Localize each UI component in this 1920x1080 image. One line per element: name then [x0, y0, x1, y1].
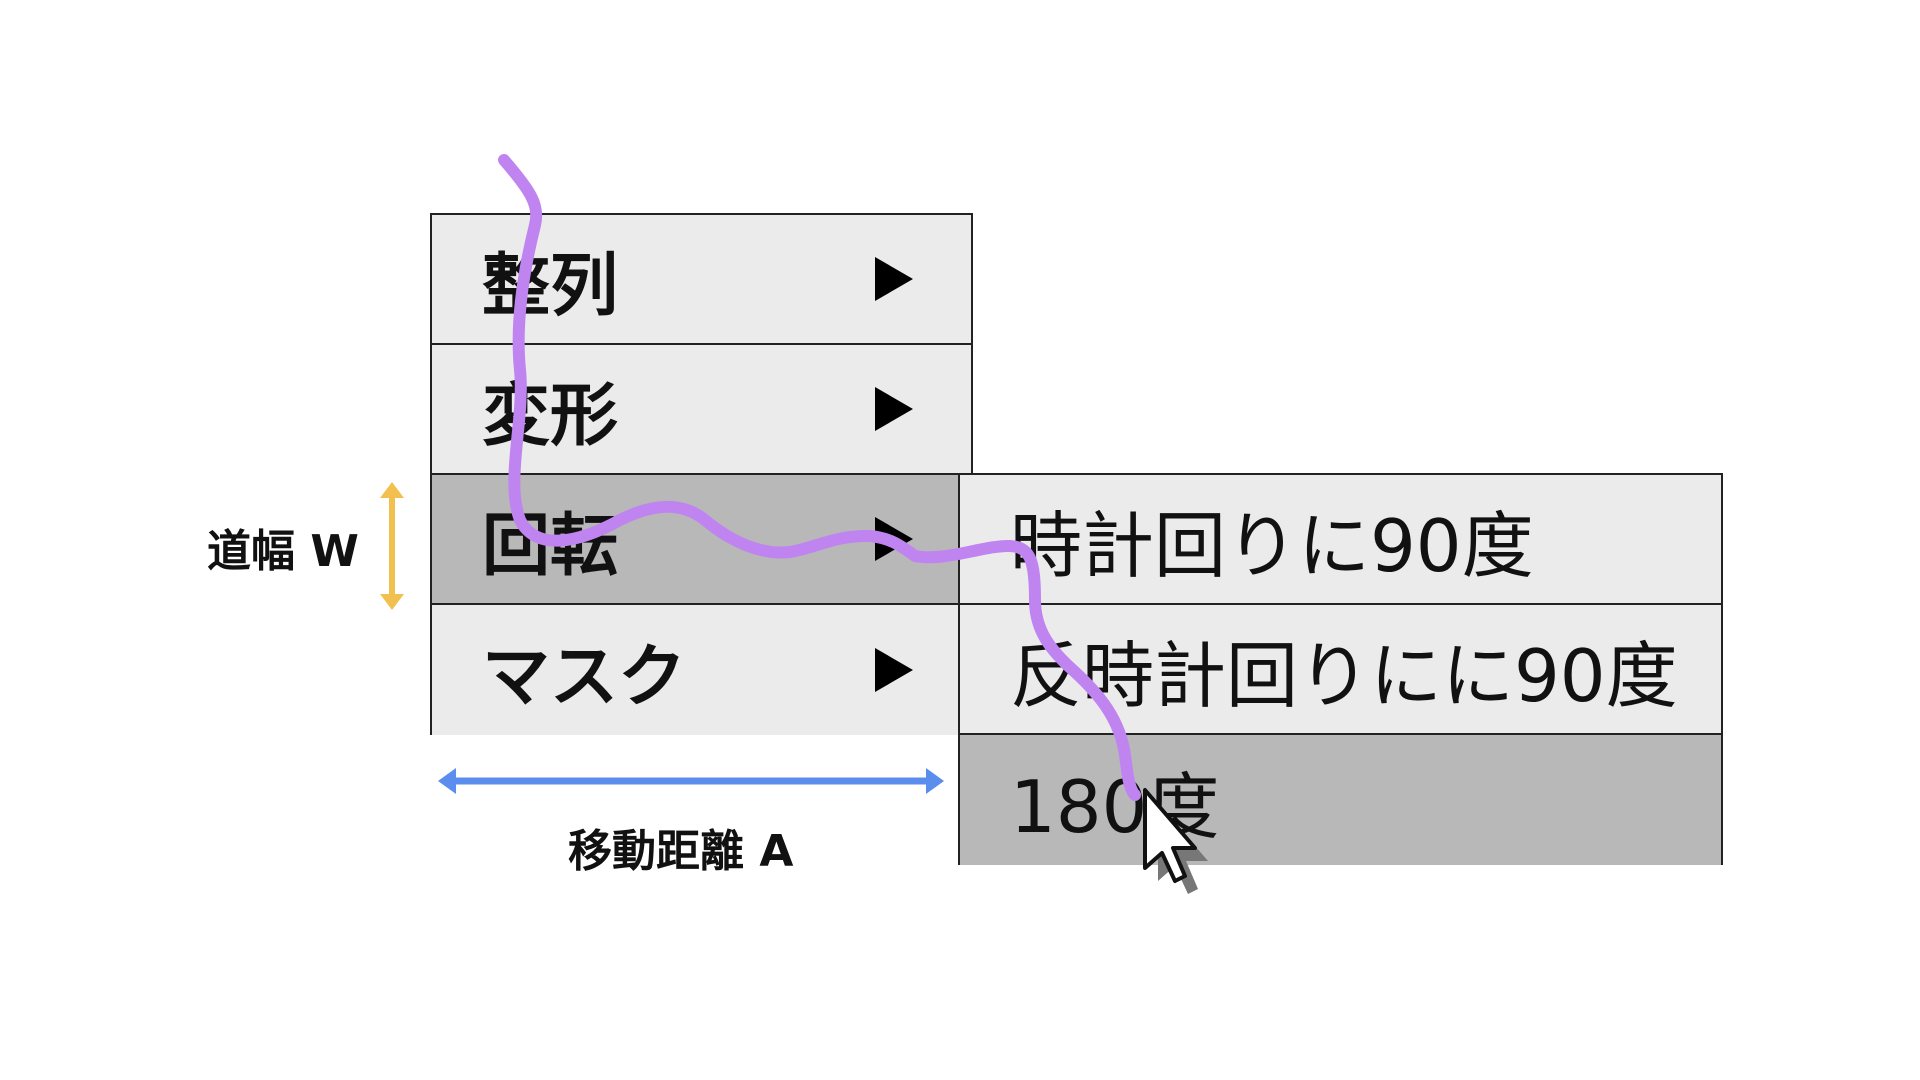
distance-label: 移動距離 A	[568, 826, 794, 877]
menu-item-transform[interactable]: 変形	[432, 345, 971, 475]
width-arrow	[380, 482, 404, 610]
submenu-item-label: 反時計回りにに90度	[1010, 633, 1678, 718]
menu-item-align[interactable]: 整列	[432, 215, 971, 345]
menu-item-label: マスク	[482, 637, 687, 717]
submenu-item-ccw90[interactable]: 反時計回りにに90度	[960, 605, 1721, 735]
rotate-submenu: 時計回りに90度 反時計回りにに90度 180度	[958, 473, 1723, 865]
menu-item-label: 回転	[482, 506, 619, 586]
menu-item-label: 整列	[482, 246, 619, 326]
distance-arrow	[438, 768, 944, 794]
submenu-item-cw90[interactable]: 時計回りに90度	[960, 475, 1721, 605]
submenu-item-label: 180度	[1010, 764, 1220, 849]
menu-item-mask[interactable]: マスク	[432, 605, 971, 735]
menu-item-rotate[interactable]: 回転	[432, 475, 971, 605]
menu-item-label: 変形	[482, 376, 619, 456]
width-label: 道幅 W	[207, 526, 359, 577]
triangle-right-icon	[875, 517, 913, 561]
submenu-item-180[interactable]: 180度	[960, 735, 1721, 865]
context-menu: 整列 変形 回転 マスク	[430, 213, 973, 735]
triangle-right-icon	[875, 257, 913, 301]
triangle-right-icon	[875, 648, 913, 692]
submenu-item-label: 時計回りに90度	[1010, 503, 1534, 588]
triangle-right-icon	[875, 387, 913, 431]
